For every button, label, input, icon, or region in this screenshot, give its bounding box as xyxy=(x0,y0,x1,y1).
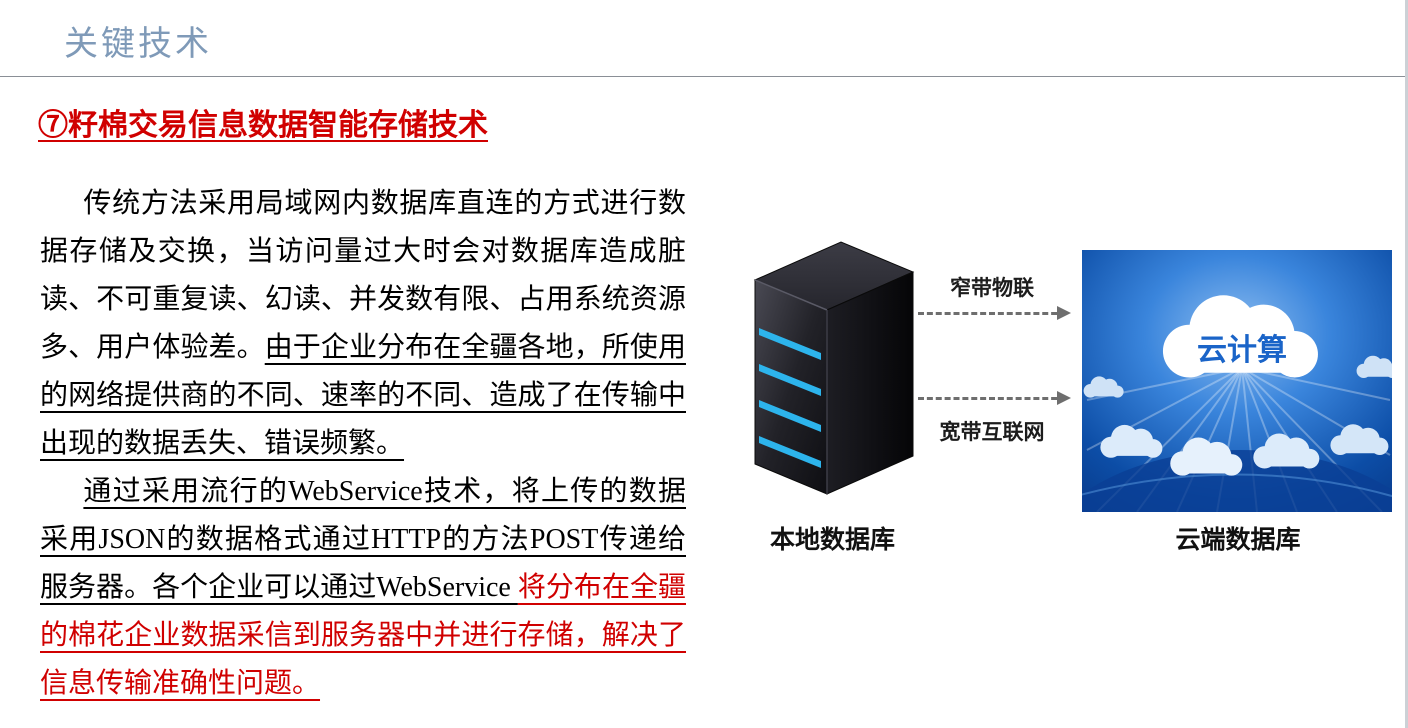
title-divider xyxy=(0,76,1408,77)
cloud-computing-text: 云计算 xyxy=(1197,333,1287,367)
slide-title: 关键技术 xyxy=(64,26,212,63)
narrowband-arrow xyxy=(918,306,1071,320)
storage-diagram: 本地数据库 窄带物联 宽带互联网 xyxy=(740,232,1408,562)
cloud-computing-image: 云计算 xyxy=(1082,250,1392,512)
paragraph-1: 传统方法采用局域网内数据库直连的方式进行数据存储及交换，当访问量过大时会对数据库… xyxy=(40,180,686,468)
local-db-label: 本地数据库 xyxy=(769,526,895,554)
server-tower-icon xyxy=(753,241,915,495)
slide-right-edge xyxy=(1405,0,1408,728)
para1-underlined-text: 由于企业分布在全疆各地，所使用的网络提供商的不同、速率的不同、造成了在传输中出现… xyxy=(40,332,686,459)
narrowband-label: 窄带物联 xyxy=(950,277,1034,300)
paragraph-2: 通过采用流行的WebService技术，将上传的数据采用JSON的数据格式通过H… xyxy=(40,468,686,708)
para2-red-underlined-text: 将分布在全疆的棉花企业数据采信到服务器中并进行存储，解决了信息传输准确性问题。 xyxy=(40,572,686,699)
broadband-arrow xyxy=(918,391,1071,405)
body-text: 传统方法采用局域网内数据库直连的方式进行数据存储及交换，当访问量过大时会对数据库… xyxy=(40,180,686,708)
server-drive-stripes xyxy=(759,328,821,468)
broadband-label: 宽带互联网 xyxy=(939,421,1045,444)
section-heading: ⑦籽棉交易信息数据智能存储技术 xyxy=(38,109,488,142)
para2-black-underlined-text: 通过采用流行的WebService技术，将上传的数据采用JSON的数据格式通过H… xyxy=(40,476,686,603)
para1-normal-text: 传统方法采用局域网内数据库直连的方式进行数据存储及交换，当访问量过大时会对数据库… xyxy=(40,188,686,363)
cloud-db-label: 云端数据库 xyxy=(1175,526,1301,554)
